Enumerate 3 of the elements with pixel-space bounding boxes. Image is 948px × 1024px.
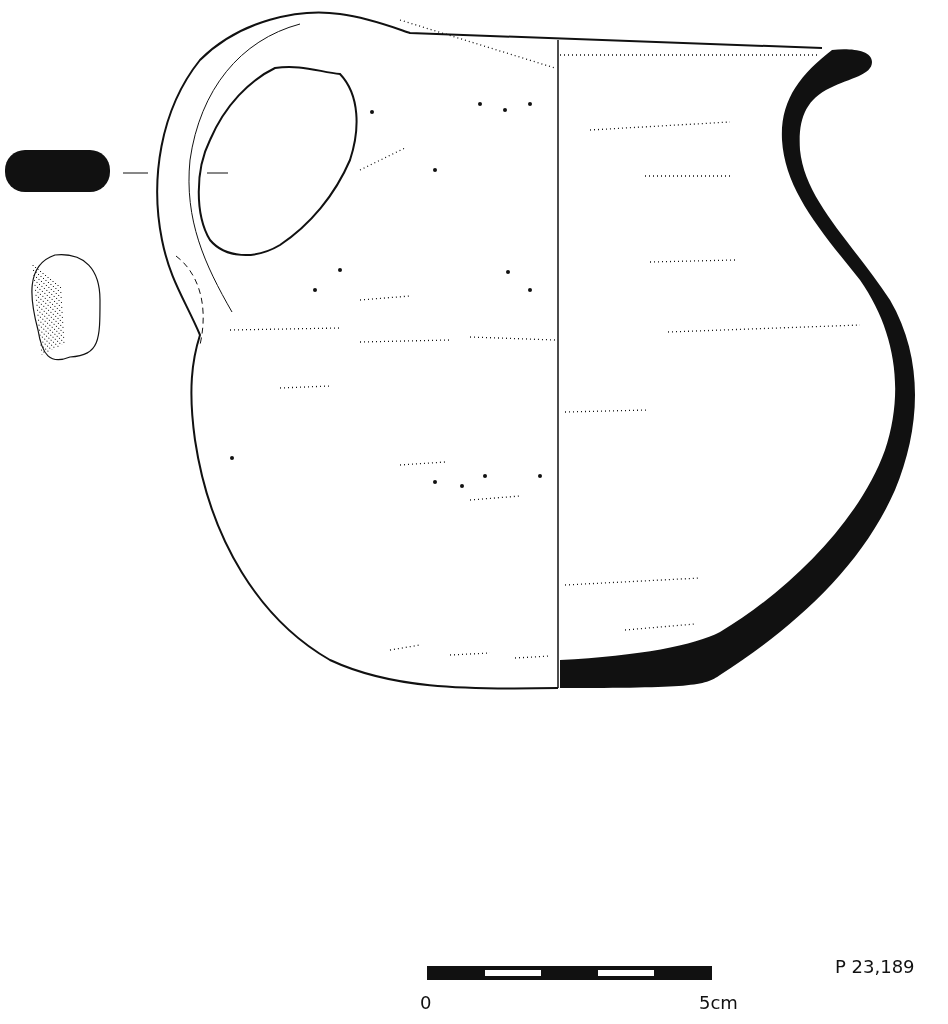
- scale-label: 5cm: [699, 994, 738, 1012]
- catalogue-number: P 23,189: [835, 958, 915, 976]
- scale-label: 0: [420, 994, 432, 1012]
